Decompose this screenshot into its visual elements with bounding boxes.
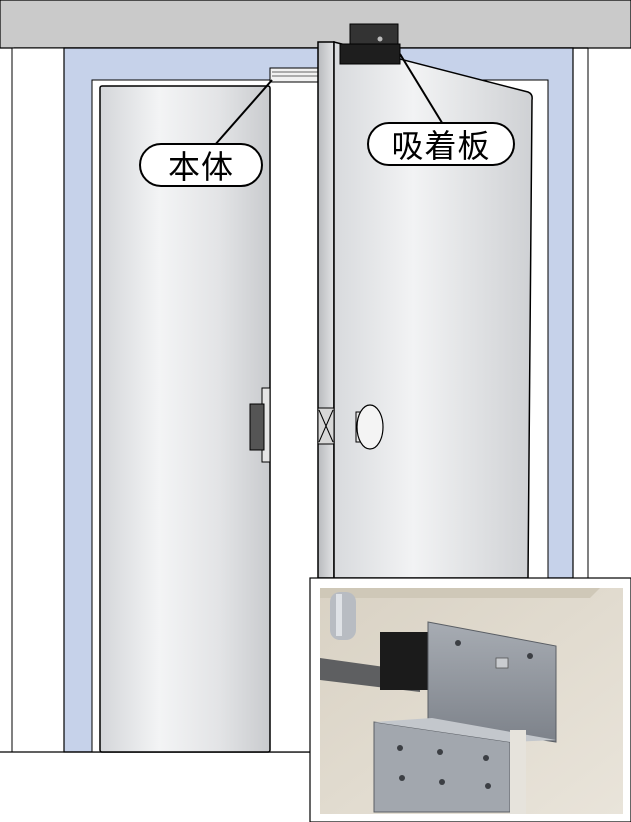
photo-frame-edge <box>510 730 526 814</box>
open-door <box>333 41 533 579</box>
closed-door-latch <box>249 403 265 451</box>
inset-photo <box>309 577 631 822</box>
photo-pipe <box>330 592 356 640</box>
magnet-body <box>269 67 321 83</box>
left-wall <box>11 47 65 753</box>
open-door-latch-x <box>318 409 334 443</box>
photo-bracket-hole <box>485 783 491 789</box>
armature-screw <box>377 36 383 42</box>
photo-ceiling <box>320 588 600 598</box>
photo-bracket-top <box>427 621 557 743</box>
photo-bracket-screw <box>455 640 461 646</box>
photo-bracket-hole <box>483 755 489 761</box>
photo-bracket-hole <box>437 749 443 755</box>
body-label: 本体 <box>139 143 263 187</box>
door-knob <box>356 404 384 450</box>
armature-plate <box>339 43 401 65</box>
ceiling <box>0 0 631 49</box>
plate-leader-line <box>399 53 445 127</box>
photo-pipe-highlight <box>336 594 342 636</box>
body-leader-line <box>213 79 273 147</box>
photo-magnet <box>380 632 432 690</box>
photo-bracket-screw <box>527 653 533 659</box>
photo-bracket-hole <box>439 779 445 785</box>
photo-bracket-hole <box>397 745 403 751</box>
photo-bracket-bolt <box>495 657 509 669</box>
plate-label: 吸着板 <box>367 122 515 166</box>
armature-plate-top <box>349 23 399 45</box>
photo-bracket-hole <box>399 775 405 781</box>
open-door-edge <box>317 41 335 579</box>
